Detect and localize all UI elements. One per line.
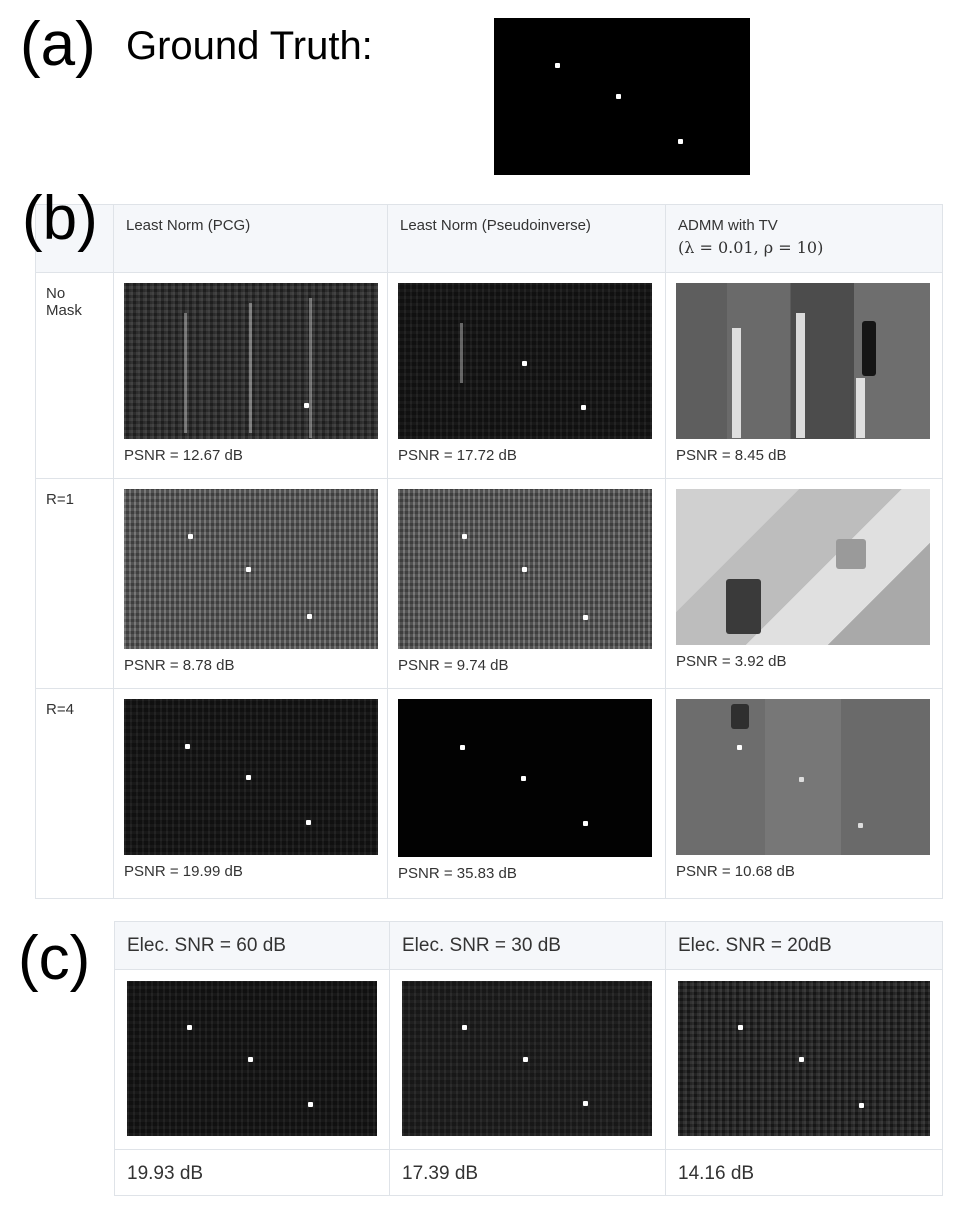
cell-pseudoinverse-r4: PSNR = 35.83 dB <box>387 688 666 899</box>
column-header-pcg: Least Norm (PCG) <box>113 204 388 273</box>
point-target <box>581 405 586 410</box>
point-target <box>678 139 683 144</box>
psnr-value: PSNR = 12.67 dB <box>124 447 243 464</box>
reconstruction-image <box>678 981 930 1136</box>
point-target <box>187 1025 192 1030</box>
panel-label-b: (b) <box>22 184 98 253</box>
electronic-snr-table: Elec. SNR = 60 dB Elec. SNR = 30 dB Elec… <box>114 921 943 1196</box>
point-target <box>306 820 311 825</box>
point-target <box>583 821 588 826</box>
cell-admm-r1: PSNR = 3.92 dB <box>665 478 943 689</box>
point-target <box>521 776 526 781</box>
artifact <box>731 704 749 729</box>
cell-pseudoinverse-no-mask: PSNR = 17.72 dB <box>387 272 666 479</box>
cell-snr-60-image <box>114 969 390 1150</box>
point-target <box>304 403 309 408</box>
point-target <box>616 94 621 99</box>
psnr-value: PSNR = 3.92 dB <box>676 653 787 670</box>
cell-pseudoinverse-r1: PSNR = 9.74 dB <box>387 478 666 689</box>
streak <box>249 303 252 433</box>
point-target <box>583 615 588 620</box>
cell-pcg-r4: PSNR = 19.99 dB <box>113 688 388 899</box>
reconstruction-image <box>127 981 377 1136</box>
streak <box>732 328 741 438</box>
point-target <box>737 745 742 750</box>
column-header-snr-60: Elec. SNR = 60 dB <box>114 921 390 970</box>
column-header-admm-tv: ADMM with TV(λ = 0.01, ρ = 10) <box>665 204 943 273</box>
reconstruction-image <box>124 489 378 649</box>
point-target <box>799 1057 804 1062</box>
point-target <box>738 1025 743 1030</box>
psnr-value: PSNR = 9.74 dB <box>398 657 509 674</box>
corner-cell <box>35 204 114 273</box>
streak <box>856 378 865 438</box>
psnr-value: PSNR = 17.72 dB <box>398 447 517 464</box>
psnr-value: PSNR = 8.78 dB <box>124 657 235 674</box>
psnr-value: PSNR = 10.68 dB <box>676 863 795 880</box>
reconstruction-image <box>398 283 652 439</box>
panel-label-a: (a) <box>20 10 96 79</box>
cell-snr-20-image <box>665 969 943 1150</box>
point-target <box>188 534 193 539</box>
streak <box>309 298 312 438</box>
point-target <box>248 1057 253 1062</box>
psnr-value: PSNR = 35.83 dB <box>398 865 517 882</box>
reconstruction-image <box>124 699 378 855</box>
point-target <box>522 567 527 572</box>
point-target <box>246 567 251 572</box>
cell-admm-no-mask: PSNR = 8.45 dB <box>665 272 943 479</box>
panel-label-c: (c) <box>18 924 91 993</box>
point-target <box>522 361 527 366</box>
streak <box>184 313 187 433</box>
admm-parameters: (λ = 0.01, ρ = 10) <box>678 238 824 257</box>
column-header-snr-30: Elec. SNR = 30 dB <box>389 921 666 970</box>
column-header-snr-20: Elec. SNR = 20dB <box>665 921 943 970</box>
point-target <box>799 777 804 782</box>
psnr-value-snr-30: 17.39 dB <box>389 1149 666 1196</box>
reconstruction-image <box>676 489 930 645</box>
reconstruction-image <box>676 283 930 439</box>
point-target <box>462 1025 467 1030</box>
point-target <box>859 1103 864 1108</box>
cell-admm-r4: PSNR = 10.68 dB <box>665 688 943 899</box>
streak <box>460 323 463 383</box>
reconstruction-image <box>124 283 378 439</box>
point-target <box>460 745 465 750</box>
reconstruction-table: Least Norm (PCG) Least Norm (Pseudoinver… <box>35 204 943 899</box>
artifact <box>836 539 866 569</box>
point-target <box>462 534 467 539</box>
ground-truth-image <box>494 18 750 175</box>
psnr-value-snr-60: 19.93 dB <box>114 1149 390 1196</box>
reconstruction-image <box>398 699 652 857</box>
psnr-value-snr-20: 14.16 dB <box>665 1149 943 1196</box>
point-target <box>583 1101 588 1106</box>
row-label-r1: R=1 <box>35 478 114 689</box>
psnr-value: PSNR = 19.99 dB <box>124 863 243 880</box>
cell-pcg-r1: PSNR = 8.78 dB <box>113 478 388 689</box>
psnr-value: PSNR = 8.45 dB <box>676 447 787 464</box>
point-target <box>858 823 863 828</box>
point-target <box>246 775 251 780</box>
ground-truth-label: Ground Truth: <box>126 24 373 68</box>
streak <box>796 313 805 438</box>
point-target <box>307 614 312 619</box>
row-label-no-mask: No Mask <box>35 272 114 479</box>
cell-snr-30-image <box>389 969 666 1150</box>
reconstruction-image <box>398 489 652 649</box>
row-label-r4: R=4 <box>35 688 114 899</box>
column-header-pseudoinverse: Least Norm (Pseudoinverse) <box>387 204 666 273</box>
point-target <box>185 744 190 749</box>
cell-pcg-no-mask: PSNR = 12.67 dB <box>113 272 388 479</box>
artifact <box>862 321 876 376</box>
artifact <box>726 579 761 634</box>
point-target <box>555 63 560 68</box>
point-target <box>523 1057 528 1062</box>
reconstruction-image <box>402 981 652 1136</box>
reconstruction-image <box>676 699 930 855</box>
point-target <box>308 1102 313 1107</box>
